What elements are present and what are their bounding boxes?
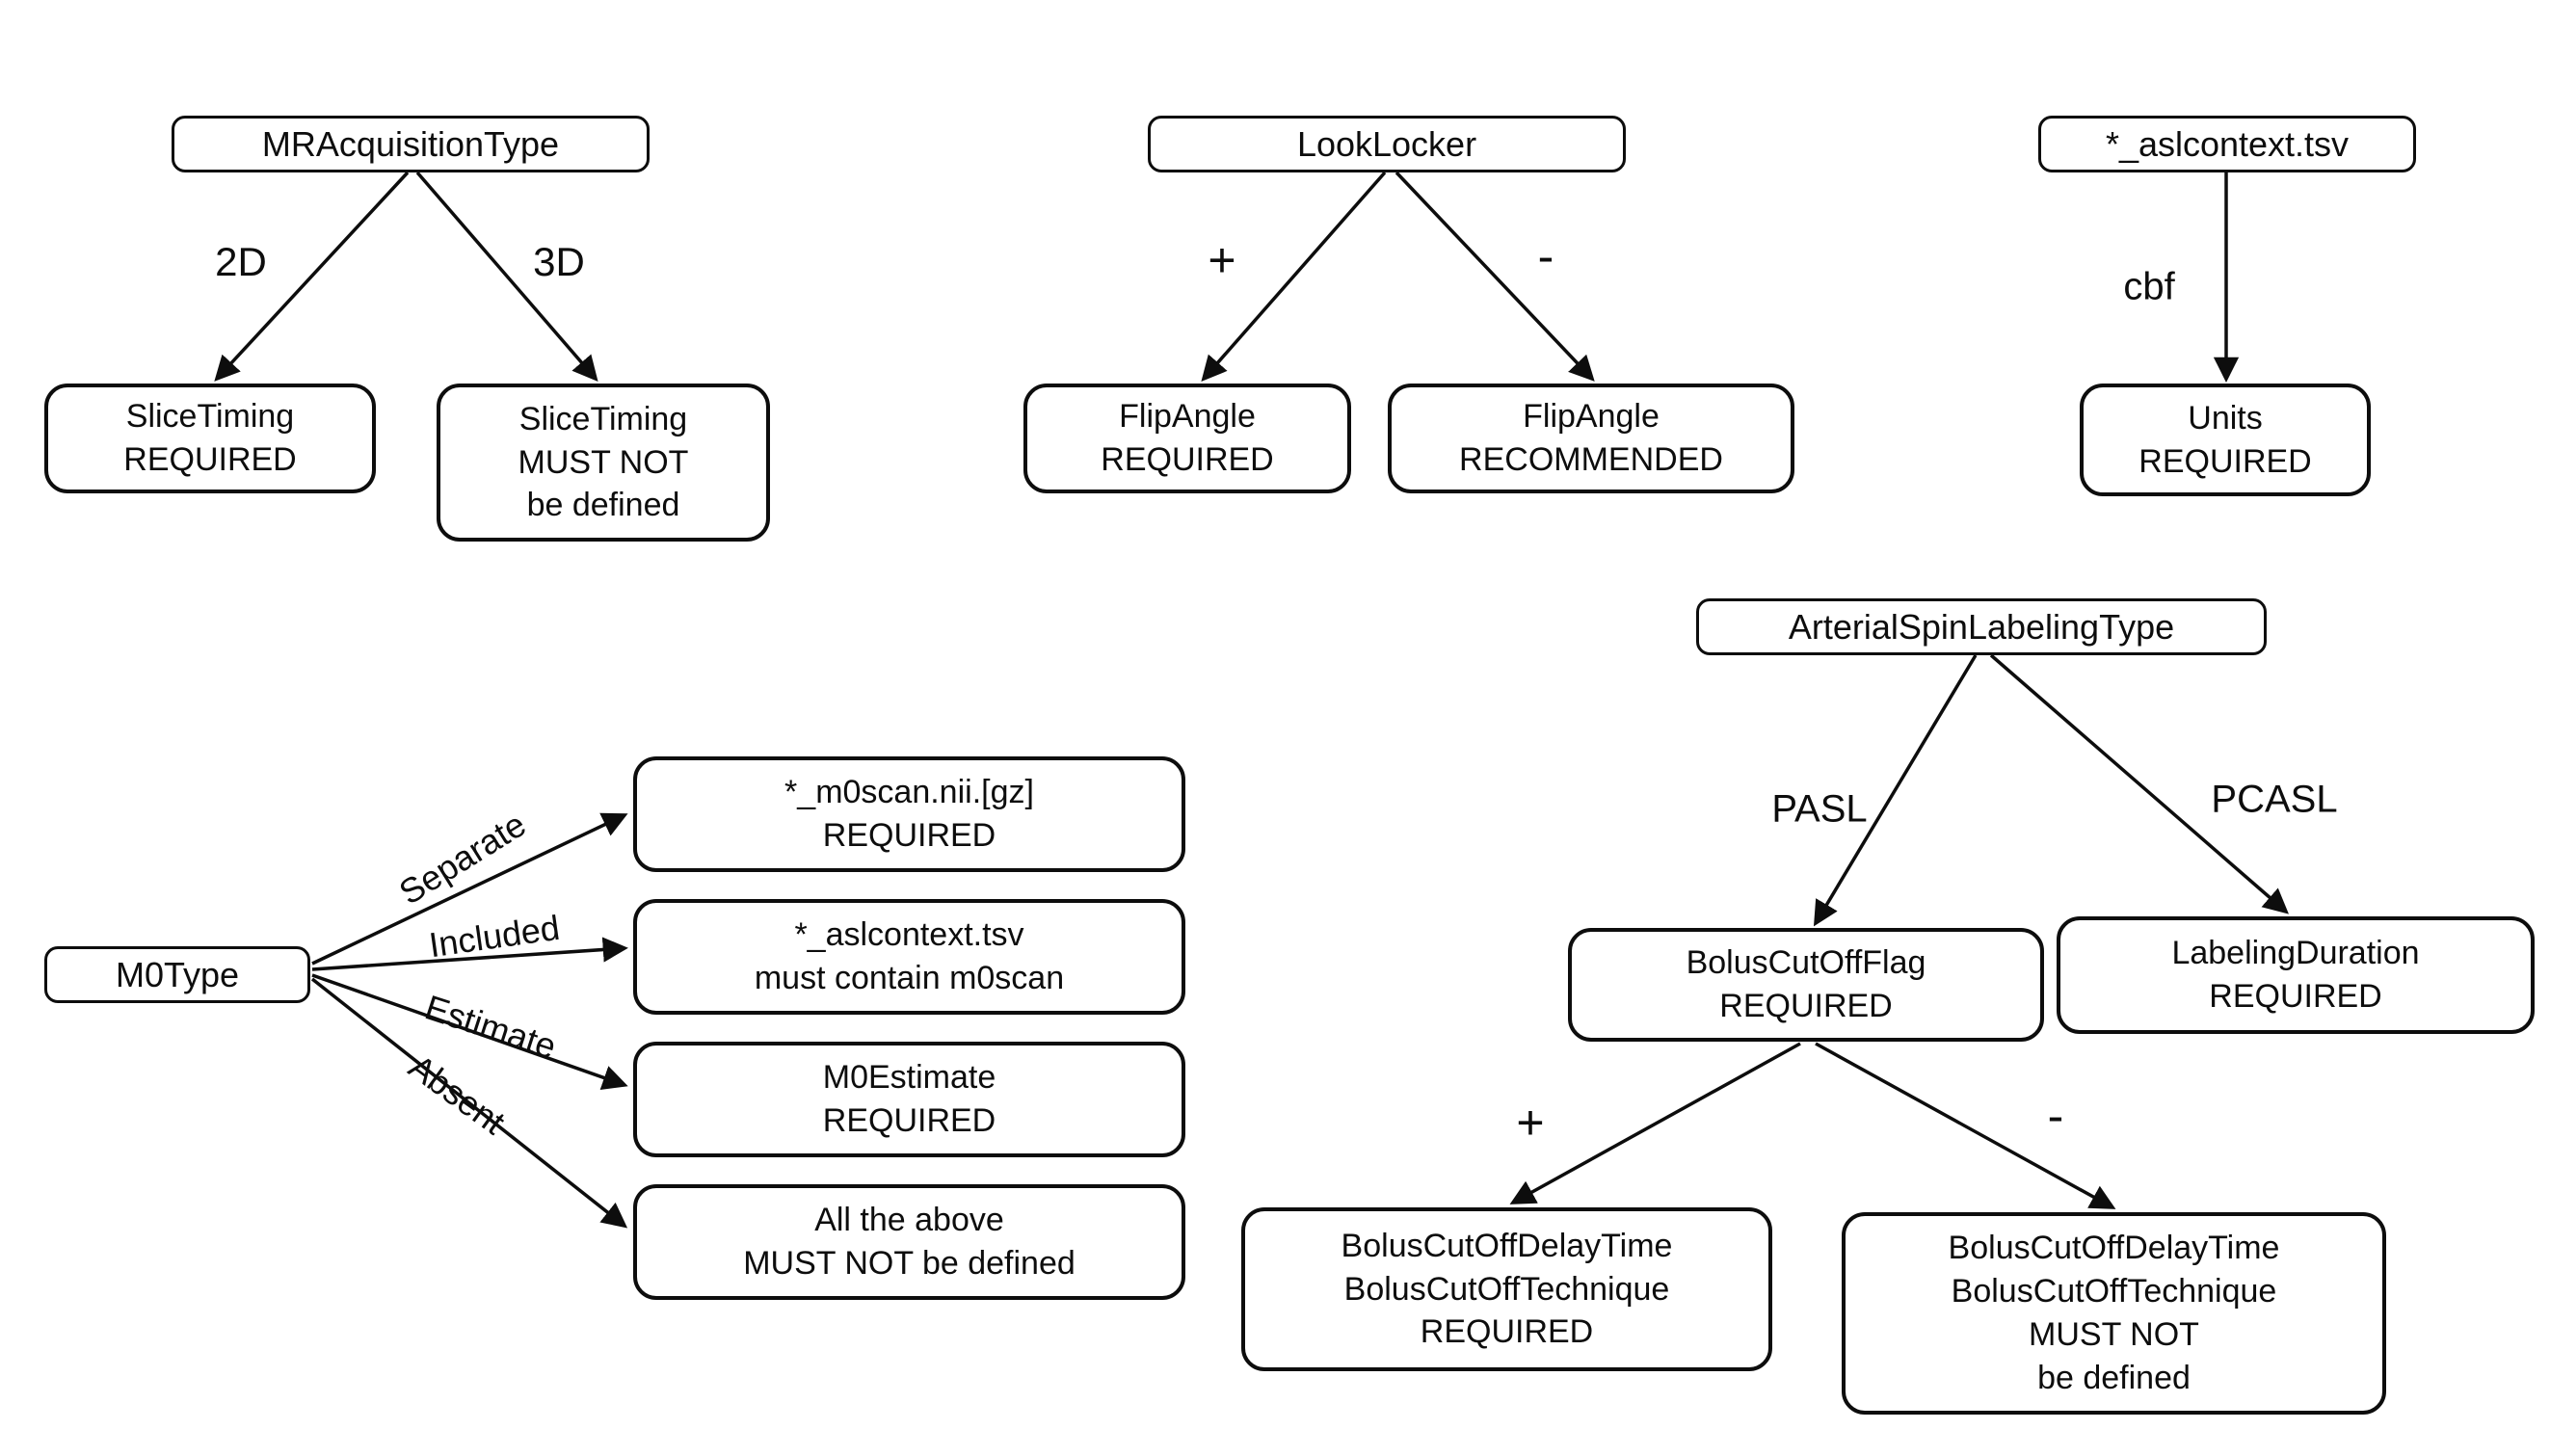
node-flip-angle-recommended: FlipAngle RECOMMENDED xyxy=(1388,384,1794,493)
node-bolus-cutoff-flag: BolusCutOffFlag REQUIRED xyxy=(1568,928,2044,1042)
node-line: BolusCutOffTechnique xyxy=(1343,1270,1670,1308)
node-units-required: Units REQUIRED xyxy=(2080,384,2371,496)
node-line: REQUIRED xyxy=(2209,978,2382,1015)
node-line: REQUIRED xyxy=(1719,988,1893,1024)
node-line: be defined xyxy=(2037,1359,2191,1396)
node-slice-timing-required: SliceTiming REQUIRED xyxy=(44,384,376,493)
edge-label-pcasl: PCASL xyxy=(2211,778,2338,821)
node-line: FlipAngle xyxy=(1119,398,1256,436)
arrow-m0-estimate xyxy=(311,973,628,1090)
arrow-m0-separate xyxy=(311,812,628,966)
node-line: Units xyxy=(2188,399,2263,437)
edge-label-cbf: cbf xyxy=(2123,265,2175,308)
edge-label-pasl: PASL xyxy=(1771,787,1868,831)
node-all-above: All the above MUST NOT be defined xyxy=(633,1184,1185,1300)
arrow-mracq-2d xyxy=(214,171,410,382)
node-line: MUST NOT be defined xyxy=(743,1245,1076,1282)
arrow-looklocker-minus xyxy=(1395,171,1595,382)
arrow-asl-pcasl xyxy=(1989,653,2289,914)
node-line: REQUIRED xyxy=(1420,1313,1594,1351)
node-line: REQUIRED xyxy=(123,441,297,478)
node-look-locker: LookLocker xyxy=(1148,116,1626,172)
node-line: SliceTiming xyxy=(125,398,295,436)
edge-label-bolus-minus: - xyxy=(2047,1089,2064,1143)
node-line: BolusCutOffFlag xyxy=(1686,944,1926,982)
node-line: FlipAngle xyxy=(1523,398,1660,436)
edge-label-3d: 3D xyxy=(533,239,585,284)
node-bolus-cutoff-minus: BolusCutOffDelayTime BolusCutOffTechniqu… xyxy=(1842,1212,2386,1415)
node-line: REQUIRED xyxy=(822,817,996,854)
node-line: BolusCutOffDelayTime xyxy=(1948,1230,2280,1267)
node-slice-timing-must-not: SliceTiming MUST NOT be defined xyxy=(437,384,770,542)
node-line: LabelingDuration xyxy=(2171,935,2420,972)
node-line: M0Type xyxy=(115,954,240,994)
node-line: *_m0scan.nii.[gz] xyxy=(784,774,1034,811)
node-flip-angle-required: FlipAngle REQUIRED xyxy=(1023,384,1351,493)
node-line: M0Estimate xyxy=(822,1059,996,1097)
arrow-bolus-minus xyxy=(1815,1042,2116,1209)
node-line: *_aslcontext.tsv xyxy=(2105,123,2350,164)
node-line: must contain m0scan xyxy=(754,960,1065,996)
node-labeling-duration: LabelingDuration REQUIRED xyxy=(2057,916,2535,1034)
node-line: BolusCutOffTechnique xyxy=(1951,1273,2277,1310)
arrow-looklocker-plus xyxy=(1201,171,1387,382)
node-line: All the above xyxy=(814,1202,1004,1239)
node-line: LookLocker xyxy=(1296,123,1477,164)
node-line: MRAcquisitionType xyxy=(261,123,560,164)
arrow-asl-pasl xyxy=(1813,654,1978,927)
node-line: REQUIRED xyxy=(822,1102,996,1139)
node-mr-acquisition-type: MRAcquisitionType xyxy=(172,116,650,172)
node-line: MUST NOT xyxy=(518,443,689,481)
node-line: RECOMMENDED xyxy=(1459,441,1723,478)
arrow-m0-included xyxy=(311,937,628,971)
node-bolus-cutoff-plus: BolusCutOffDelayTime BolusCutOffTechniqu… xyxy=(1241,1207,1772,1371)
node-line: REQUIRED xyxy=(2138,442,2312,480)
node-m0type: M0Type xyxy=(44,946,310,1003)
node-line: be defined xyxy=(526,487,680,524)
node-line: MUST NOT xyxy=(2029,1316,2199,1353)
node-line: BolusCutOffDelayTime xyxy=(1341,1227,1673,1264)
arrow-bolus-plus xyxy=(1509,1042,1801,1205)
arrow-m0-absent xyxy=(310,977,628,1229)
node-aslcontext-tsv: *_aslcontext.tsv xyxy=(2038,116,2416,172)
edge-label-2d: 2D xyxy=(215,239,267,284)
node-line: SliceTiming xyxy=(518,400,688,437)
node-line: *_aslcontext.tsv xyxy=(794,916,1024,954)
arrow-mracq-3d xyxy=(415,171,598,382)
node-m0estimate: M0Estimate REQUIRED xyxy=(633,1042,1185,1157)
edge-label-bolus-plus: + xyxy=(1516,1096,1545,1150)
edge-label-looklocker-minus: - xyxy=(1537,229,1554,283)
node-line: ArterialSpinLabelingType xyxy=(1788,606,2175,647)
node-line: REQUIRED xyxy=(1101,441,1274,478)
node-arterial-spin-labeling-type: ArterialSpinLabelingType xyxy=(1696,598,2267,655)
node-aslcontext-m0scan: *_aslcontext.tsv must contain m0scan xyxy=(633,899,1185,1015)
node-m0scan-nii: *_m0scan.nii.[gz] REQUIRED xyxy=(633,756,1185,872)
edge-label-looklocker-plus: + xyxy=(1208,233,1236,287)
